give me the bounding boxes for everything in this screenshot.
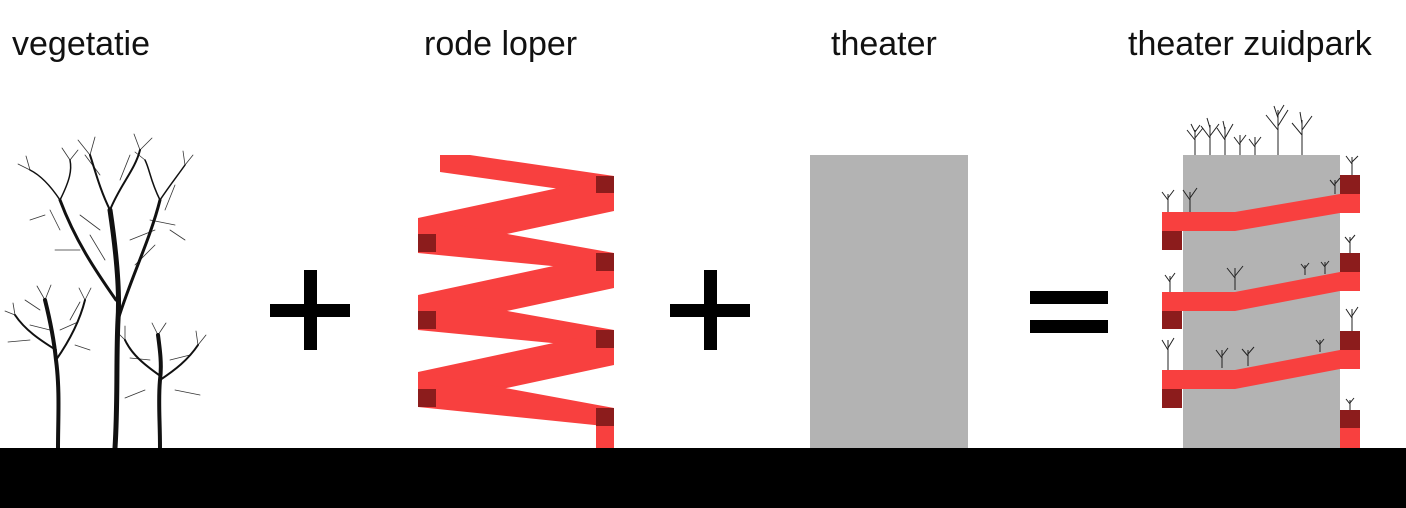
result-ramp-1 <box>1162 194 1360 231</box>
roof-trees <box>1186 104 1313 155</box>
theater-zuidpark-result <box>1161 104 1360 448</box>
result-vegetation <box>1161 104 1359 410</box>
result-ramp-2 <box>1162 272 1360 311</box>
label-red-carpet: rode loper <box>424 25 578 63</box>
equals-operator <box>1030 291 1108 333</box>
ramp-trees <box>1161 155 1359 410</box>
result-ramp-3 <box>1162 350 1360 389</box>
ground-bar <box>0 448 1406 508</box>
label-vegetation: vegetatie <box>12 25 150 63</box>
tree-small-right <box>116 322 207 450</box>
label-theater-zuidpark: theater zuidpark <box>1128 25 1372 63</box>
carpet-landings <box>418 176 614 426</box>
plus-operator-2 <box>670 270 750 350</box>
theater-block <box>810 155 968 448</box>
red-carpet-zigzag <box>418 155 614 448</box>
plus-operator-1 <box>270 270 350 350</box>
trees-illustration <box>4 133 207 451</box>
tree-small-left <box>4 284 92 450</box>
label-theater: theater <box>831 25 937 63</box>
tree-large <box>17 133 194 451</box>
